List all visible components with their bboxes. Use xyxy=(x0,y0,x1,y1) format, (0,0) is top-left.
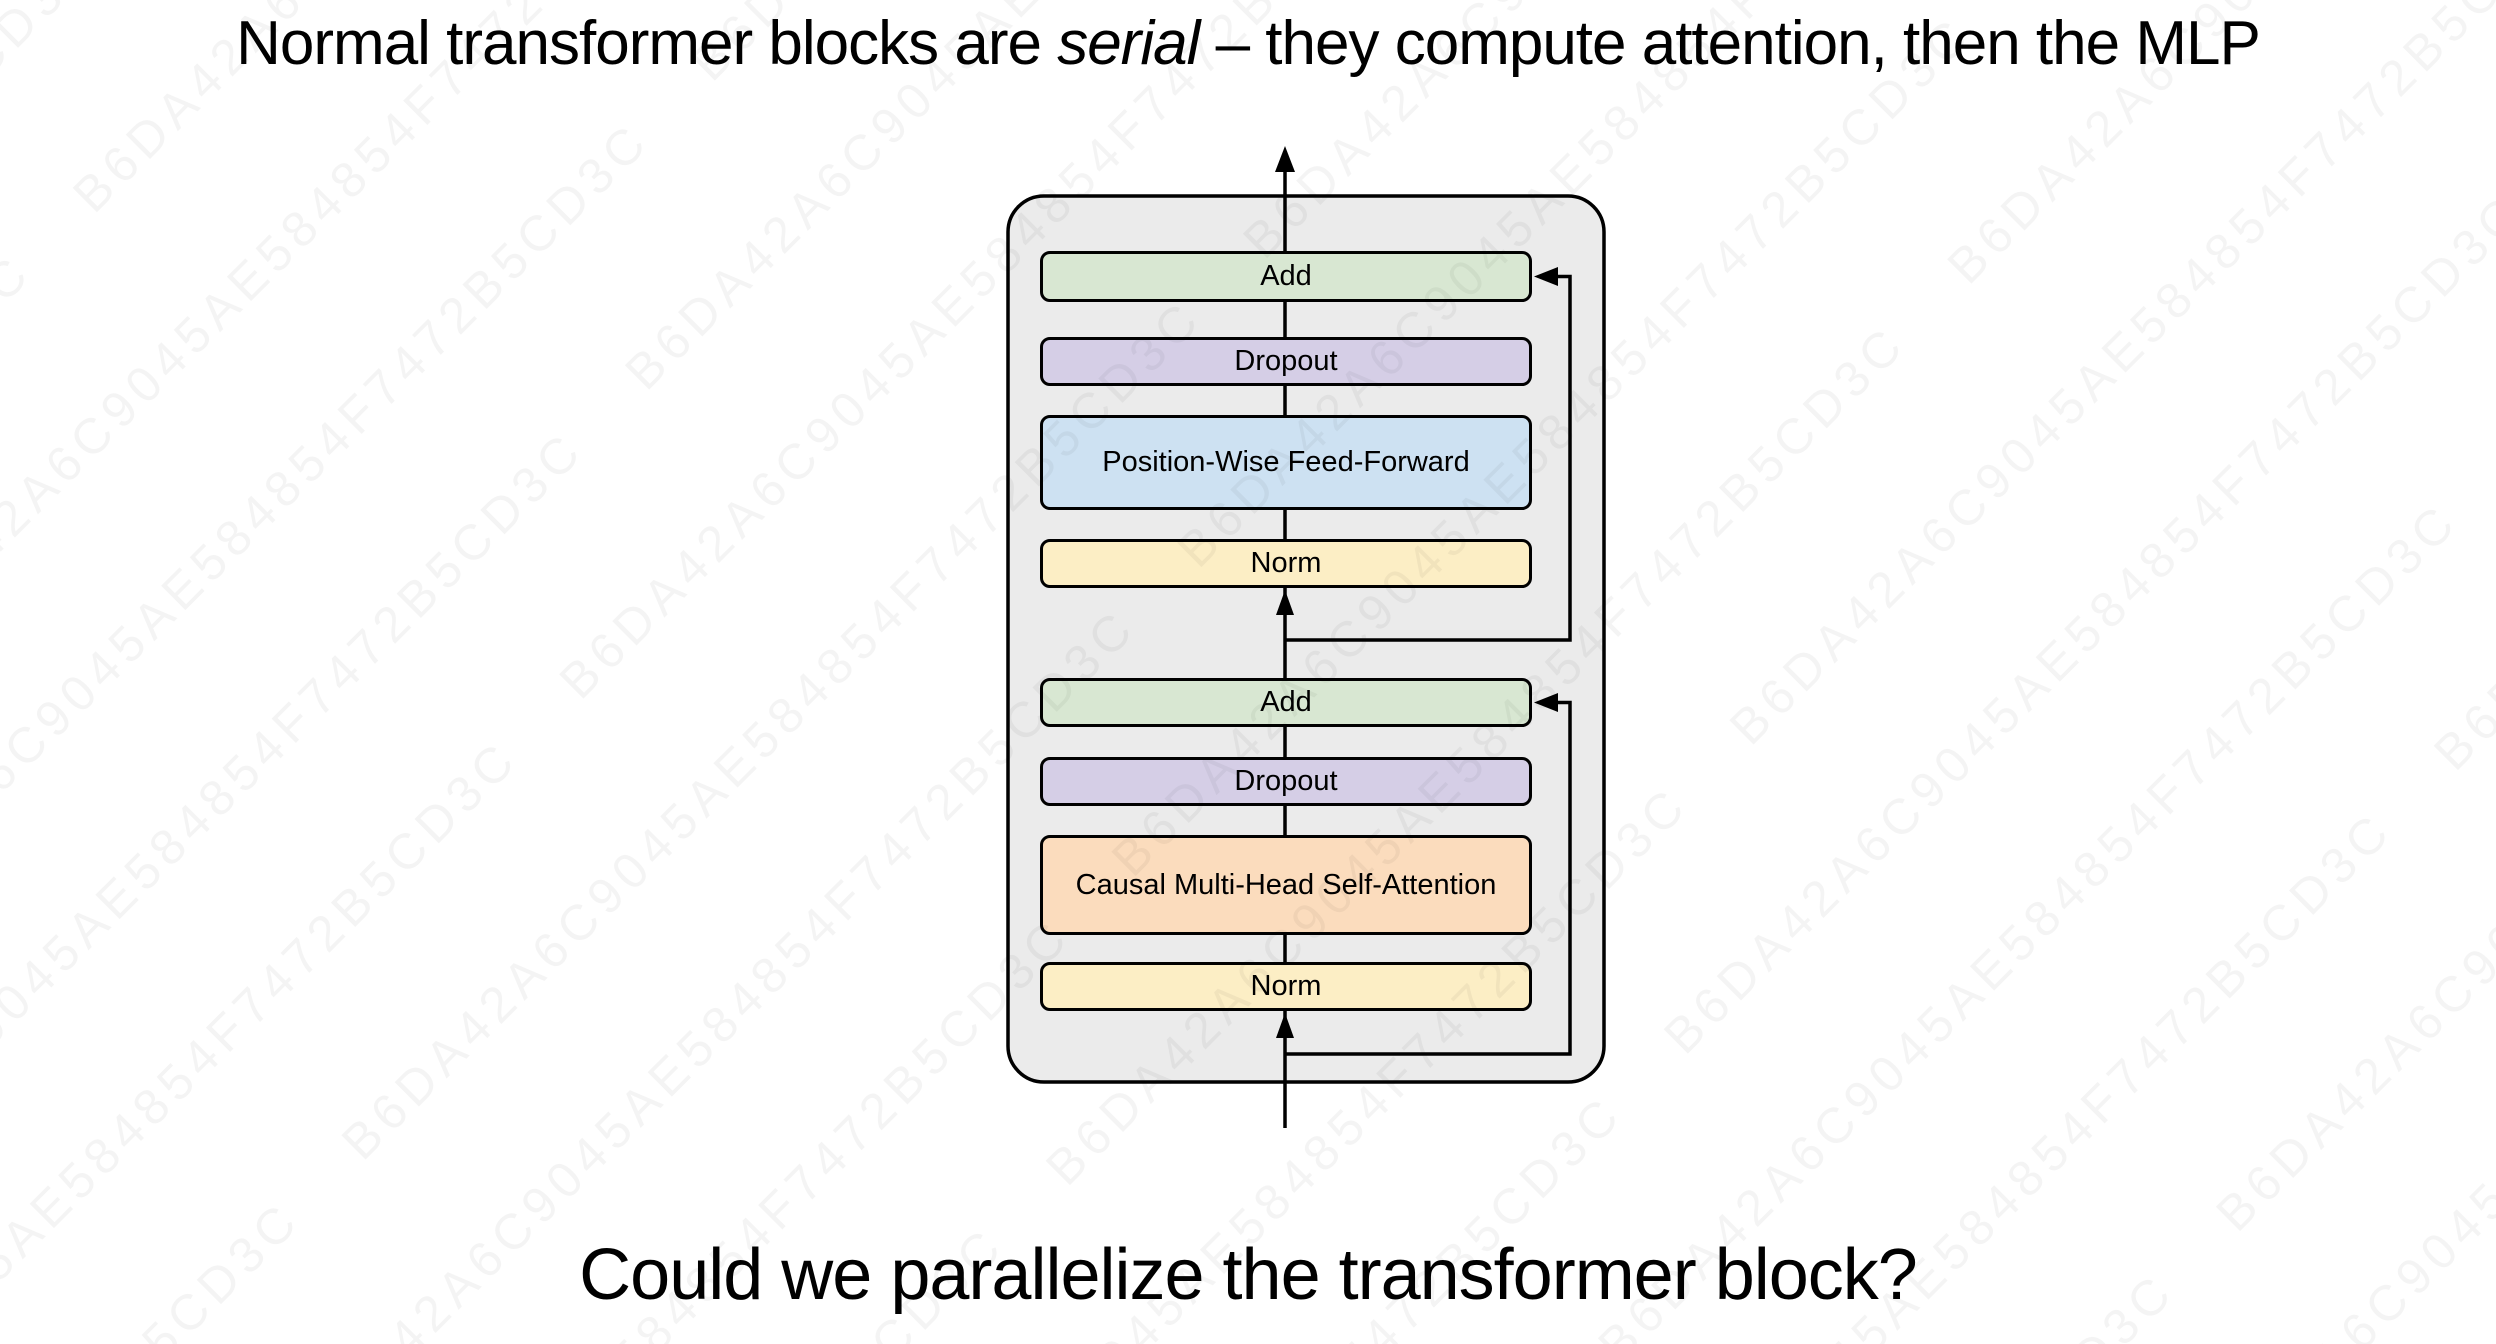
block-dropout-top-label: Dropout xyxy=(1234,345,1338,377)
block-norm-top-label: Norm xyxy=(1250,547,1322,579)
arrowhead-into-norm-top xyxy=(1276,590,1294,615)
block-norm-top: Norm xyxy=(1040,539,1532,588)
transformer-block-diagram: Add Dropout Position-Wise Feed-Forward N… xyxy=(1006,140,1606,1140)
slide-title: Normal transformer blocks are serial – t… xyxy=(0,8,2496,79)
arrowhead-into-norm-bottom xyxy=(1276,1013,1294,1038)
title-text-suffix: – they compute attention, then the MLP xyxy=(1199,9,2261,78)
block-norm-bottom-label: Norm xyxy=(1250,970,1322,1002)
transformer-block-container-border xyxy=(1006,194,1606,1084)
block-norm-bottom: Norm xyxy=(1040,962,1532,1011)
question-text: Could we parallelize the transformer blo… xyxy=(579,1235,1918,1315)
block-dropout-bottom-label: Dropout xyxy=(1234,765,1338,797)
block-dropout-top: Dropout xyxy=(1040,337,1532,386)
block-dropout-bottom: Dropout xyxy=(1040,757,1532,806)
arrowhead-into-add-bottom xyxy=(1534,693,1558,712)
block-feed-forward: Position-Wise Feed-Forward xyxy=(1040,415,1532,510)
watermark-row: B6DA42A6C9045AE584854F7472B5CD3C B6DA42A… xyxy=(716,0,2496,1344)
arrowhead-into-add-top xyxy=(1534,267,1558,286)
block-add-bottom: Add xyxy=(1040,678,1532,727)
title-text-prefix: Normal transformer blocks are xyxy=(236,9,1058,78)
block-attention-label: Causal Multi-Head Self-Attention xyxy=(1075,868,1497,901)
output-arrowhead xyxy=(1275,146,1295,172)
block-feed-forward-label: Position-Wise Feed-Forward xyxy=(1102,446,1470,478)
block-add-top: Add xyxy=(1040,251,1532,302)
title-emphasis-serial: serial xyxy=(1057,9,1200,78)
block-add-top-label: Add xyxy=(1260,260,1312,292)
block-add-bottom-label: Add xyxy=(1260,686,1312,718)
block-attention: Causal Multi-Head Self-Attention xyxy=(1040,835,1532,935)
